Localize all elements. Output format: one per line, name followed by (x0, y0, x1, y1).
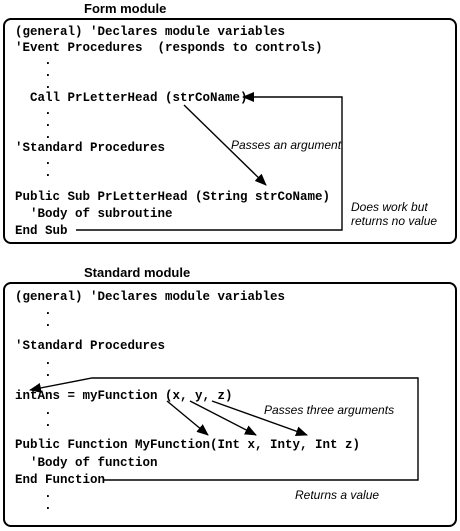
standard-module-heading: Standard module (84, 265, 191, 280)
ellipsis-dot: . (44, 365, 52, 380)
standard-call-line: intAns = myFunction (x, y, z) (15, 389, 233, 403)
passes-argument-note: Passes an argument (231, 138, 342, 152)
form-call-line: Call PrLetterHead (strCoName) (30, 91, 248, 105)
ellipsis-dot: . (44, 415, 52, 430)
return-no-value-arrow (76, 92, 343, 231)
form-module-heading: Form module (84, 1, 167, 16)
standard-function-declaration-line: Public Function MyFunction(Int x, Inty, … (15, 438, 361, 452)
ellipsis-dot: . (44, 165, 52, 180)
form-standard-procedures-line: 'Standard Procedures (15, 141, 166, 155)
ellipsis-dot: . (44, 303, 52, 318)
returns-value-note: Returns a value (295, 488, 380, 502)
passes-three-arguments-note: Passes three arguments (264, 403, 395, 417)
form-body-line: 'Body of subroutine (30, 207, 173, 221)
ellipsis-dot: . (44, 53, 52, 68)
argument-x-arrow (166, 400, 209, 436)
ellipsis-dot: . (44, 65, 52, 80)
ellipsis-dot: . (44, 403, 52, 418)
form-module-box (3, 18, 457, 244)
does-work-note-line2: returns no value (351, 214, 438, 228)
standard-procedures-line: 'Standard Procedures (15, 339, 166, 353)
ellipsis-dot: . (44, 315, 52, 330)
argument-y-arrow (189, 400, 257, 436)
ellipsis-dot: . (44, 153, 52, 168)
passes-argument-arrow (183, 104, 267, 186)
ellipsis-dot: . (44, 127, 52, 142)
argument-z-arrow (211, 400, 308, 437)
form-event-procedures-line: 'Event Procedures (responds to controls) (15, 41, 323, 55)
returns-value-arrow (29, 377, 419, 481)
ellipsis-dot: . (44, 353, 52, 368)
standard-general-line: (general) 'Declares module variables (15, 290, 286, 304)
ellipsis-dot: . (44, 77, 52, 92)
standard-module-box (3, 282, 457, 527)
ellipsis-dot: . (44, 115, 52, 130)
form-general-line: (general) 'Declares module variables (15, 25, 286, 39)
ellipsis-dot: . (44, 486, 52, 501)
form-sub-declaration-line: Public Sub PrLetterHead (String strCoNam… (15, 190, 331, 204)
form-end-sub-line: End Sub (15, 224, 68, 238)
standard-end-function-line: End Function (15, 473, 106, 487)
ellipsis-dot: . (44, 103, 52, 118)
standard-body-line: 'Body of function (30, 456, 158, 470)
does-work-note-line1: Does work but (351, 200, 428, 214)
ellipsis-dot: . (44, 498, 52, 513)
